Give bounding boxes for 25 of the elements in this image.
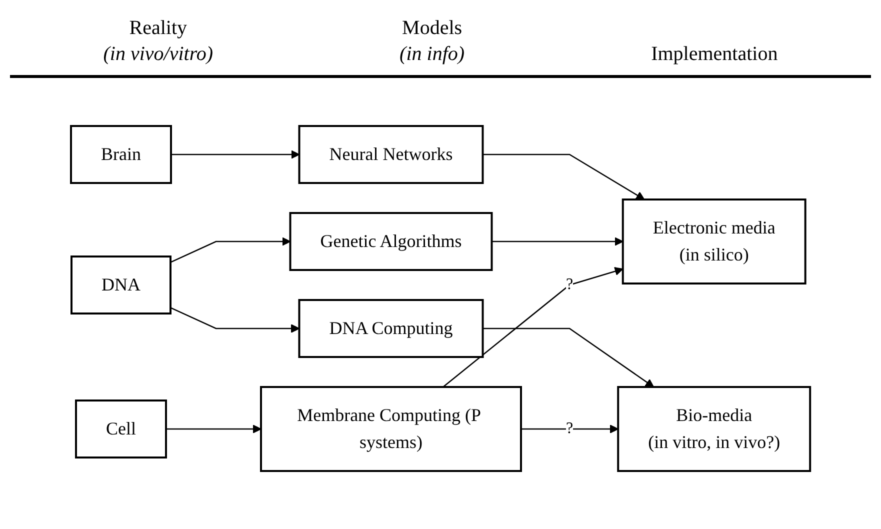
node-box: DNA — [70, 255, 172, 314]
arrow — [170, 150, 300, 158]
node-box: Membrane Computing (P systems) — [260, 386, 522, 472]
node-box: Neural Networks — [298, 124, 484, 184]
edge-label: ? — [566, 420, 574, 436]
node-box: Genetic Algorithms — [289, 212, 493, 270]
arrow — [482, 327, 654, 387]
node-box: Bio-media (in vitro, in vivo?) — [617, 386, 812, 472]
arrow — [170, 306, 300, 332]
node-box: Electronic media (in silico) — [622, 198, 806, 284]
arrow — [520, 424, 618, 433]
column-subheading: (in info) — [400, 42, 465, 67]
arrow — [166, 424, 262, 433]
edge-label: ? — [566, 276, 574, 292]
arrow — [442, 266, 624, 387]
column-heading: Models — [401, 16, 464, 41]
node-box: Cell — [74, 399, 167, 458]
arrow — [492, 236, 624, 246]
node-box: DNA Computing — [298, 298, 484, 358]
node-box: Brain — [70, 124, 172, 184]
column-heading: Implementation — [651, 42, 778, 67]
column-heading: Reality — [128, 16, 188, 41]
column-subheading: (in vivo/vitro) — [103, 42, 214, 67]
arrow — [482, 153, 645, 200]
arrow — [170, 236, 291, 262]
